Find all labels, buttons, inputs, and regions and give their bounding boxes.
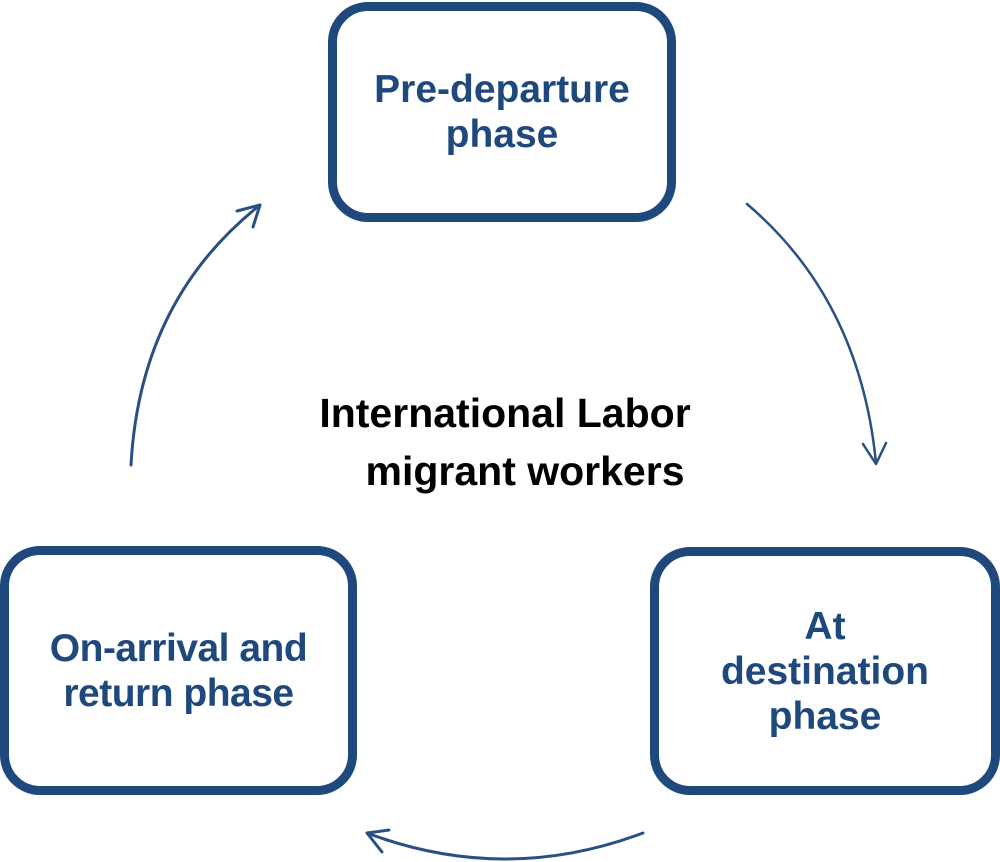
phase-box-on-arrival-return: On-arrival and return phase xyxy=(0,546,357,795)
phase-label-line: At xyxy=(804,604,846,648)
phase-box-at-destination: At destination phase xyxy=(650,547,1000,795)
phase-box-pre-departure: Pre-departure phase xyxy=(328,2,676,222)
center-title-line2: migrant workers xyxy=(365,448,685,494)
center-title: International Labor migrant workers xyxy=(250,384,760,500)
phase-label-line: phase xyxy=(768,694,882,738)
phase-label-line: return phase xyxy=(63,671,294,715)
phase-label-line: On-arrival and xyxy=(49,626,308,670)
arrow-destination-to-arrival xyxy=(365,828,645,861)
phase-label-line: Pre-departure xyxy=(374,68,630,111)
arrow-arrival-to-pre xyxy=(129,203,262,467)
phase-label-line: destination xyxy=(720,649,929,693)
center-title-line1: International Labor xyxy=(319,390,691,436)
phase-label-line: phase xyxy=(445,113,559,156)
arrow-pre-to-destination xyxy=(745,202,888,466)
